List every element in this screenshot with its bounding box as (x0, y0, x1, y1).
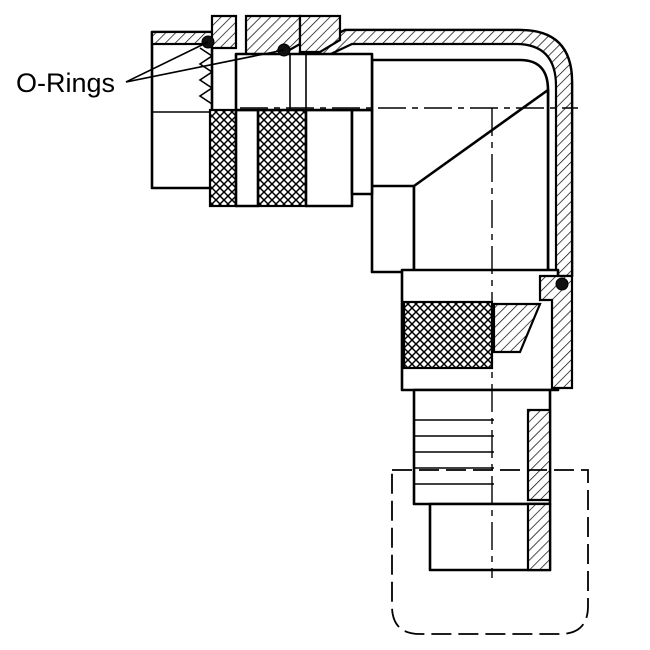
o-rings-label: O-Rings (16, 68, 115, 98)
center-lines (240, 107, 589, 635)
o-rings-callout: O-Rings (16, 41, 285, 98)
outlet-gland (400, 268, 574, 572)
knurl-ring-right (256, 108, 308, 208)
knurl-ring-left (208, 108, 238, 208)
coupling-assembly (150, 14, 374, 208)
leader-line-lower (125, 49, 285, 83)
leader-line-upper (125, 41, 209, 83)
knurl-outlet-nut (402, 300, 494, 370)
o-ring-seal-outlet (555, 277, 569, 291)
